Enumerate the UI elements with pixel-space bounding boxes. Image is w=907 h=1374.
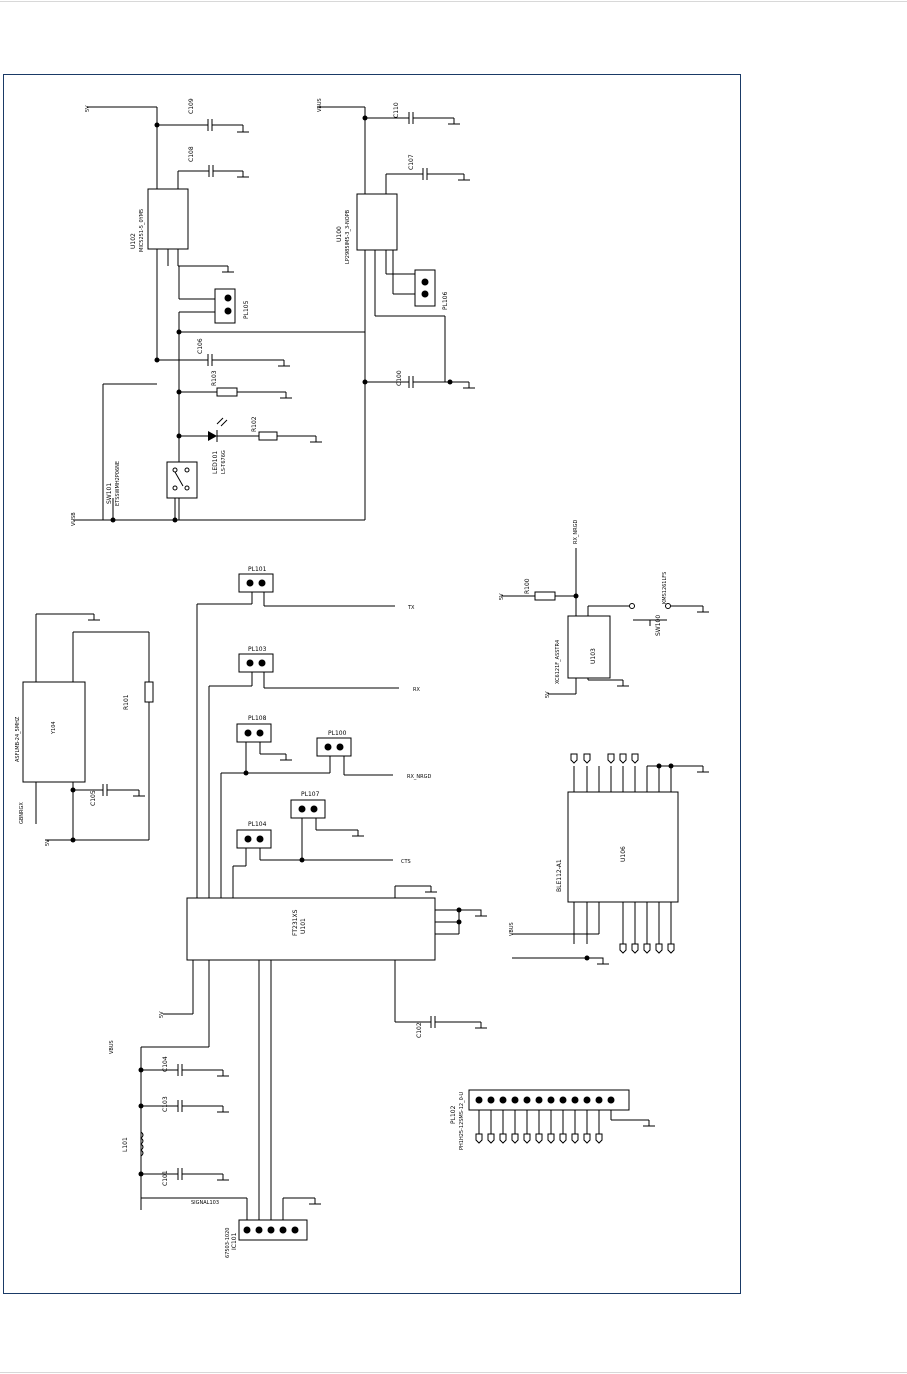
c104-ref: C104 [162,1056,169,1072]
y104-part: ASFLMB-24_5MHZ [15,716,21,762]
schematic-canvas: C109 5V C108 U102 MIC5251-5_0YM5 PL105 [15,98,709,1258]
c100-ref: C100 [396,370,403,386]
net-rx: RX [413,687,420,693]
power-regulator-3v3: VBUS C110 C107 U100 LP2985IM5-3_3-NOPB [317,98,470,520]
pl105-jumper: PL105 [178,266,250,324]
u106-ref: U106 [620,846,627,862]
net-5v-osc: 5V [45,839,51,846]
u101-part: FT231XS [292,909,299,936]
usb-input-filter: VBUS C104 C103 L101 C101 SIGNAL103 [109,1040,321,1210]
pl102-header: PL102 PH1H25-12SMS-12_0-U [450,1089,655,1150]
pl108-jumper: PL108 [236,715,292,776]
u101-body [186,897,436,961]
net-5v-reset: 5V [499,593,505,600]
net-tx: TX [407,605,415,611]
u103-reset: RX_NRGD 5V R100 U103 XC6121F_ASSTR4 SW10… [499,520,709,698]
pl107-ref: PL107 [301,791,320,798]
y104-ref: Y104 [51,721,57,735]
r100-ref: R100 [524,578,531,594]
pl100-ref: PL100 [328,730,347,737]
c103-ref: C103 [162,1096,169,1112]
net-rx-nrgd: RX_NRGD [573,520,579,544]
r103-ref: R103 [211,370,218,386]
pl106-ref: PL106 [442,291,449,310]
schematic-frame [3,74,741,1294]
c106-ref: C106 [197,338,204,354]
page-top-rule [0,1,907,2]
u101-ref: U101 [300,918,307,934]
ic101-usb-connector: IC101 67503-1020 [225,1210,308,1258]
pl103-jumper: PL103 RX [209,646,420,693]
pl106-jumper: PL106 [392,250,449,310]
net-5v-u101: 5V [159,1011,165,1018]
u103-part: XC6121F_ASSTR4 [555,640,561,684]
pl108-ref: PL108 [248,715,267,722]
r101-ref: R101 [123,694,130,710]
y104-body [22,681,86,783]
c109-ref: C109 [188,98,195,114]
net-vbus-filter: VBUS [109,1040,115,1054]
u103-body [567,615,611,679]
u100-body [356,193,398,251]
led-section: LED101 LS-T676G R102 [176,416,322,474]
u102-part: MIC5251-5_0YM5 [139,209,145,252]
u100-part: LP2985IM5-3_3-NOPB [345,209,351,264]
c105-ref: C105 [90,790,97,806]
net-vusb: VUSB [71,512,77,526]
led101-ref: LED101 [212,451,219,474]
net-cgrx: GBNRGX [19,802,25,824]
sw101-switch: SW101 ETSSWMH2P06NE [106,436,198,520]
pl104-ref: PL104 [248,821,267,828]
c107-ref: C107 [408,154,415,170]
c108-ref: C108 [188,146,195,162]
c101-ref: C101 [162,1170,169,1186]
u102-body [147,188,189,250]
sw101-part: ETSSWMH2P06NE [115,461,121,506]
power-rail-section: C106 R103 C100 [154,312,475,520]
c102-ref: C102 [416,1022,423,1038]
page-bottom-rule [0,1372,907,1373]
u106-body [567,791,679,903]
net-vbus-ble: VBUS [509,922,515,936]
pl104-jumper: PL104 CTS [232,821,411,898]
sw101-ref: SW101 [106,483,113,504]
u101-usb-uart: FT231XS U101 5V C102 [141,604,487,1210]
pl101-ref: PL101 [248,566,267,573]
pl105-ref: PL105 [243,300,250,319]
u106-ble-module: U106 BLE112-A1 VBUS [509,753,709,965]
net-5v-top: 5V [85,105,91,112]
net-vbus-top: VBUS [317,98,323,112]
l101-ref: L101 [122,1137,129,1152]
pl101-jumper: PL101 TX [197,566,415,611]
y104-oscillator: Y104 ASFLMB-24_5MHZ R101 GBNRGX C105 5V [15,613,154,846]
power-regulator-5v: C109 5V C108 U102 MIC5251-5_0YM5 [85,98,249,360]
ic101-part: 67503-1020 [225,1228,231,1258]
u106-part: BLE112-A1 [556,859,563,892]
net-rxx: RX_NRGD [407,774,431,780]
r102-ref: R102 [251,416,258,432]
net-cts: CTS [401,859,411,865]
net-5v-u103: 5V [545,691,551,698]
vusb-bus: VUSB [71,383,365,526]
pl103-ref: PL103 [248,646,267,653]
signal-label: SIGNAL103 [191,1200,219,1206]
pl107-jumper: PL107 [290,791,364,860]
u100-ref: U100 [336,226,343,242]
u102-ref: U102 [130,233,137,249]
c110-ref: C110 [393,102,400,118]
pl100-jumper: PL100 RX_NRGD [221,730,431,780]
pl102-part: PH1H25-12SMS-12_0-U [459,1091,465,1150]
pl102-ref: PL102 [450,1105,457,1124]
u103-ref: U103 [590,648,597,664]
ic101-ref: IC101 [231,1232,238,1250]
led101-part: LS-T676G [221,450,227,474]
sw100-part: KMS1261LFS [662,572,668,604]
sw100-ref: SW100 [655,615,662,636]
